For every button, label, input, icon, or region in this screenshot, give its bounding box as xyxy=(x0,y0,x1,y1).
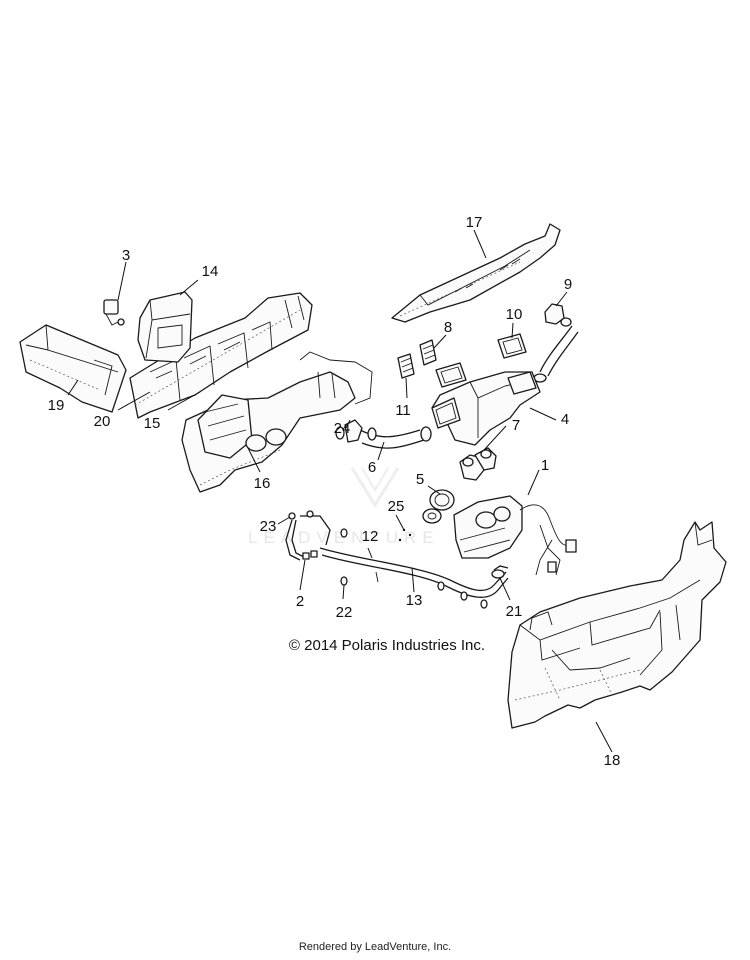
part-21-clamp[interactable] xyxy=(491,569,505,579)
callout-9: 9 xyxy=(564,276,572,293)
part-3-switch[interactable] xyxy=(103,299,125,326)
callout-13: 13 xyxy=(406,592,423,609)
part-2-fitting[interactable] xyxy=(302,550,318,560)
part-24-connector[interactable] xyxy=(335,419,363,443)
part-8-vent[interactable] xyxy=(419,339,467,388)
part-9-nozzle[interactable] xyxy=(544,303,572,327)
callout-11: 11 xyxy=(395,402,411,419)
footer-credit: Rendered by LeadVenture, Inc. xyxy=(298,941,452,953)
part-1-heater-core[interactable] xyxy=(453,495,577,576)
callout-25: 25 xyxy=(388,498,405,515)
callout-24: 24 xyxy=(334,420,351,437)
callout-23: 23 xyxy=(260,518,277,535)
callout-8: 8 xyxy=(444,319,452,336)
part-22-clips[interactable] xyxy=(340,528,379,586)
callout-6: 6 xyxy=(368,459,376,476)
callout-12: 12 xyxy=(362,528,379,545)
part-4-distribution-box[interactable] xyxy=(431,371,541,446)
part-16-heater-box[interactable] xyxy=(181,351,373,493)
callout-22: 22 xyxy=(336,604,353,621)
part-14-small-bracket[interactable] xyxy=(137,291,193,363)
leader-lines xyxy=(67,229,613,753)
part-13-clips[interactable] xyxy=(437,581,488,609)
part-11-vent[interactable] xyxy=(397,353,415,379)
part-6-hose[interactable] xyxy=(359,426,432,449)
part-23-hose-fitting[interactable] xyxy=(285,510,331,561)
watermark-logo xyxy=(350,467,400,508)
callout-4: 4 xyxy=(561,411,569,428)
callout-18: 18 xyxy=(604,752,621,769)
part-5-fan-ring[interactable] xyxy=(422,489,455,524)
callout-7: 7 xyxy=(512,417,520,434)
part-25-screws[interactable] xyxy=(398,528,412,542)
callout-14: 14 xyxy=(202,263,219,280)
part-7-elbow[interactable] xyxy=(459,447,497,481)
part-10-vent[interactable] xyxy=(497,333,527,359)
callout-17: 17 xyxy=(466,214,483,231)
copyright-text: © 2014 Polaris Industries Inc. xyxy=(288,637,486,654)
callout-21: 21 xyxy=(506,603,523,620)
callout-1: 1 xyxy=(541,457,549,474)
callout-10: 10 xyxy=(506,306,523,323)
hose-upper-right[interactable] xyxy=(533,325,579,383)
callout-15: 15 xyxy=(144,415,161,432)
callouts: 1 2 3 4 5 6 7 8 9 10 11 12 13 14 15 16 1… xyxy=(48,214,621,769)
part-17-top-duct[interactable] xyxy=(391,223,561,323)
callout-2: 2 xyxy=(296,593,304,610)
watermark-text: LEADVENTURE xyxy=(248,528,440,548)
callout-20: 20 xyxy=(94,413,111,430)
part-18-lower-panel[interactable] xyxy=(507,521,727,729)
callout-19: 19 xyxy=(48,397,65,414)
callout-16: 16 xyxy=(254,475,271,492)
part-19-left-duct[interactable] xyxy=(19,324,127,413)
callout-3: 3 xyxy=(122,247,130,264)
callout-5: 5 xyxy=(416,471,424,488)
